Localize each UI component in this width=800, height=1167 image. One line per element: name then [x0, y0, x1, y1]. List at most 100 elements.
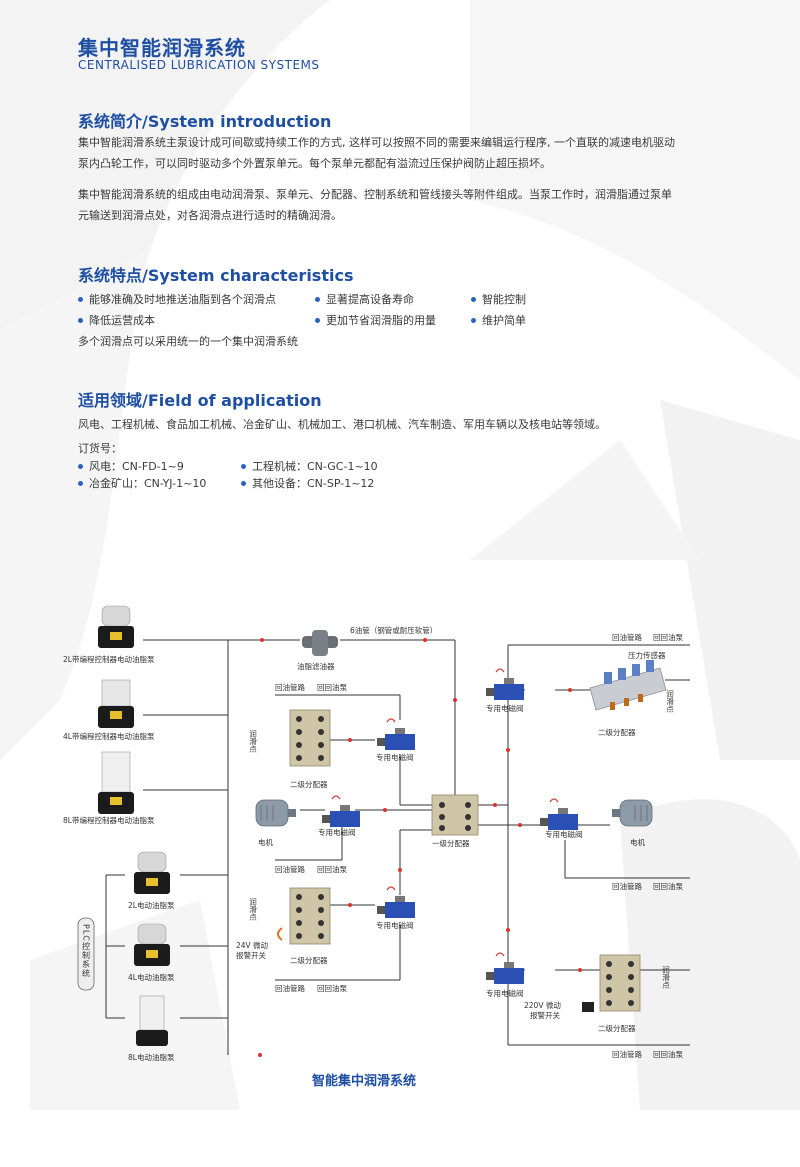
solenoid-valve-icon — [376, 718, 416, 751]
return-pipe-label: 回油管路 — [612, 881, 642, 891]
plc-box — [77, 917, 95, 991]
intro-heading-en: System introduction — [147, 112, 332, 131]
return-pipe-label: 回油管路 — [275, 983, 305, 993]
motor-label: 电机 — [630, 837, 645, 847]
alarm-220v-label-2: 报警开关 — [530, 1010, 560, 1020]
alarm-24v-label-1: 24V 微动 — [236, 940, 269, 950]
characteristics-heading-en: System characteristics — [147, 266, 354, 285]
application-heading-cn: 适用领域/ — [78, 391, 148, 410]
page-title: 集中智能润滑系统 — [78, 36, 246, 60]
bullet-dot-icon — [471, 296, 476, 302]
solenoid-valve-label: 专用电磁阀 — [545, 829, 583, 839]
pump-2l-icon — [133, 851, 171, 895]
pump-4l-icon — [133, 923, 171, 967]
main-distributor-label: 一级分配器 — [432, 838, 470, 848]
pump-2l-prog-label: 2L带编程控制器电动油脂泵 — [63, 654, 155, 664]
return-pump-label: 回回油泵 — [317, 682, 347, 692]
pump-4l-prog-icon — [98, 679, 134, 728]
sub-distributor-label: 二级分配器 — [290, 955, 328, 965]
motor-icon — [611, 799, 653, 827]
alarm-switch-icon — [582, 1002, 594, 1012]
characteristic-item: 更加节省润滑脂的用量 — [315, 312, 436, 328]
pump-4l-label: 4L电动油脂泵 — [128, 972, 175, 982]
characteristic-item: 智能控制 — [471, 291, 526, 307]
lube-point-label: 润滑点 — [661, 965, 670, 990]
application-heading: 适用领域/Field of application — [78, 387, 322, 411]
grease-filter-icon — [302, 630, 338, 656]
bullet-dot-icon — [471, 317, 476, 323]
characteristics-heading: 系统特点/System characteristics — [78, 262, 353, 286]
bullet-dot-icon — [315, 296, 320, 302]
bullet-dot-icon — [78, 317, 83, 323]
order-item: 工程机械：CN-GC-1~10 — [241, 458, 378, 474]
order-number-label: 订货号： — [78, 442, 122, 455]
alarm-24v-label-2: 报警开关 — [236, 950, 266, 960]
sub-distributor-icon — [289, 709, 331, 767]
sub-distributor-icon — [589, 660, 667, 711]
motor-icon — [255, 799, 297, 827]
pump-8l-icon — [136, 995, 168, 1046]
return-pipe-label: 回油管路 — [275, 682, 305, 692]
sub-distributor-label: 二级分配器 — [290, 779, 328, 789]
application-fields: 风电、工程机械、食品加工机械、冶金矿山、机械加工、港口机械、汽车制造、军用车辆以… — [78, 418, 606, 431]
solenoid-valve-icon — [485, 952, 525, 985]
solenoid-valve-icon — [485, 668, 525, 701]
intro-paragraph-2: 集中智能润滑系统的组成由电动润滑泵、泵单元、分配器、控制系统和管线接头等附件组成… — [78, 188, 672, 222]
application-heading-en: Field of application — [147, 391, 322, 410]
alarm-switch-icon — [277, 927, 283, 941]
sub-distributor-label: 二级分配器 — [598, 727, 636, 737]
order-item: 其他设备：CN-SP-1~12 — [241, 475, 374, 491]
pipe-note: 6油管（钢管或耐压软管） — [350, 625, 437, 635]
solenoid-valve-label: 专用电磁阀 — [486, 703, 524, 713]
characteristics-note: 多个润滑点可以采用统一的一个集中润滑系统 — [78, 335, 298, 348]
bullet-dot-icon — [78, 296, 83, 302]
alarm-220v-label-1: 220V 微动 — [524, 1000, 561, 1010]
characteristic-item: 显著提高设备寿命 — [315, 291, 414, 307]
order-item: 风电：CN-FD-1~9 — [78, 458, 184, 474]
return-pump-label: 回回油泵 — [653, 881, 683, 891]
characteristic-item: 降低运营成本 — [78, 312, 155, 328]
solenoid-valve-label: 专用电磁阀 — [376, 752, 414, 762]
bullet-dot-icon — [78, 480, 83, 486]
plc-label: PLC控制系统 — [82, 924, 91, 978]
return-pipe-label: 回油管路 — [275, 864, 305, 874]
pump-2l-prog-icon — [97, 605, 135, 649]
bullet-dot-icon — [78, 463, 83, 469]
intro-paragraph-1: 集中智能润滑系统主泵设计成可间歇或持续工作的方式, 这样可以按照不同的需要来编辑… — [78, 136, 675, 170]
pump-8l-prog-icon — [98, 751, 134, 814]
pump-2l-label: 2L电动油脂泵 — [128, 900, 175, 910]
lube-point-label: 润滑点 — [248, 897, 257, 922]
solenoid-valve-icon — [321, 795, 361, 828]
motor-label: 电机 — [258, 837, 273, 847]
lube-point-label: 润滑点 — [248, 729, 257, 754]
intro-heading-cn: 系统简介/ — [78, 112, 148, 131]
pump-8l-prog-label: 8L带编程控制器电动油脂泵 — [63, 815, 155, 825]
pump-4l-prog-label: 4L带编程控制器电动油脂泵 — [63, 731, 155, 741]
diagram-caption: 智能集中润滑系统 — [312, 1073, 416, 1089]
sub-distributor-label: 二级分配器 — [598, 1023, 636, 1033]
solenoid-valve-label: 专用电磁阀 — [486, 988, 524, 998]
flow-arrows — [258, 638, 582, 1057]
solenoid-valve-label: 专用电磁阀 — [376, 920, 414, 930]
page-subtitle: CENTRALISED LUBRICATION SYSTEMS — [78, 58, 320, 72]
order-item: 冶金矿山：CN-YJ-1~10 — [78, 475, 206, 491]
return-pump-label: 回回油泵 — [653, 632, 683, 642]
solenoid-valve-icon — [539, 798, 579, 831]
main-distributor-icon — [431, 794, 479, 836]
pump-8l-label: 8L电动油脂泵 — [128, 1052, 175, 1062]
sub-distributor-icon — [289, 887, 331, 945]
return-pump-label: 回回油泵 — [653, 1049, 683, 1059]
return-pump-label: 回回油泵 — [317, 864, 347, 874]
bullet-dot-icon — [241, 480, 246, 486]
characteristics-heading-cn: 系统特点/ — [78, 266, 148, 285]
characteristic-item: 维护简单 — [471, 312, 526, 328]
lubrication-system-diagram: 2L带编程控制器电动油脂泵 4L带编程控制器电动油脂泵 8L带编程控制器电动油脂… — [63, 605, 690, 1089]
return-pipe-label: 回油管路 — [612, 1049, 642, 1059]
bullet-dot-icon — [241, 463, 246, 469]
solenoid-valve-label: 专用电磁阀 — [318, 827, 356, 837]
intro-heading: 系统简介/System introduction — [78, 108, 331, 132]
pressure-sensor-label: 压力传感器 — [628, 650, 666, 660]
characteristic-item: 能够准确及时地推送油脂到各个润滑点 — [78, 291, 276, 307]
